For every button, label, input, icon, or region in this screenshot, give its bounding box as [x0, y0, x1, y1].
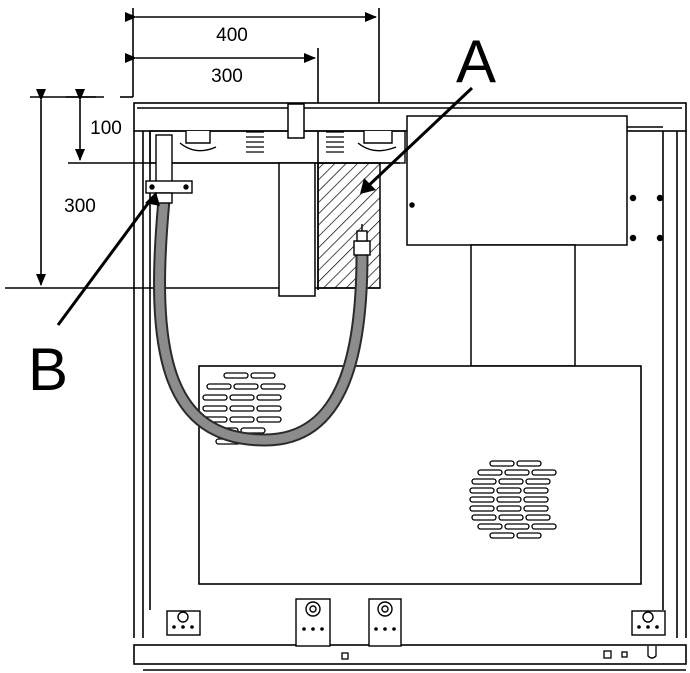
base-details: [341, 646, 657, 660]
dim-width-400-label: 400: [216, 25, 248, 46]
vent-slots-right: [469, 460, 557, 539]
dim-height-100-label: 100: [90, 118, 122, 139]
inlet-hose: [155, 199, 367, 445]
rear-panel: [198, 365, 642, 585]
bracket-vent-right: [326, 131, 344, 153]
hose-connector-a: [353, 224, 371, 256]
callout-label-a: A: [456, 28, 496, 95]
motor-housing: [470, 244, 576, 367]
water-tap-b: [145, 134, 193, 204]
dim-height-300-label: 300: [64, 196, 96, 217]
callout-arrows: [56, 86, 474, 326]
bottom-feet: [166, 598, 666, 647]
bracket-vent-left: [246, 131, 264, 153]
callout-arrowheads: [145, 178, 376, 206]
control-module: [406, 115, 664, 246]
callout-label-b: B: [28, 336, 68, 403]
foot-bolts: [177, 601, 654, 623]
upper-bracket: [149, 130, 406, 164]
valve-column: [278, 103, 316, 297]
dim-width-300-label: 300: [211, 66, 243, 87]
foot-holes: [172, 625, 659, 631]
